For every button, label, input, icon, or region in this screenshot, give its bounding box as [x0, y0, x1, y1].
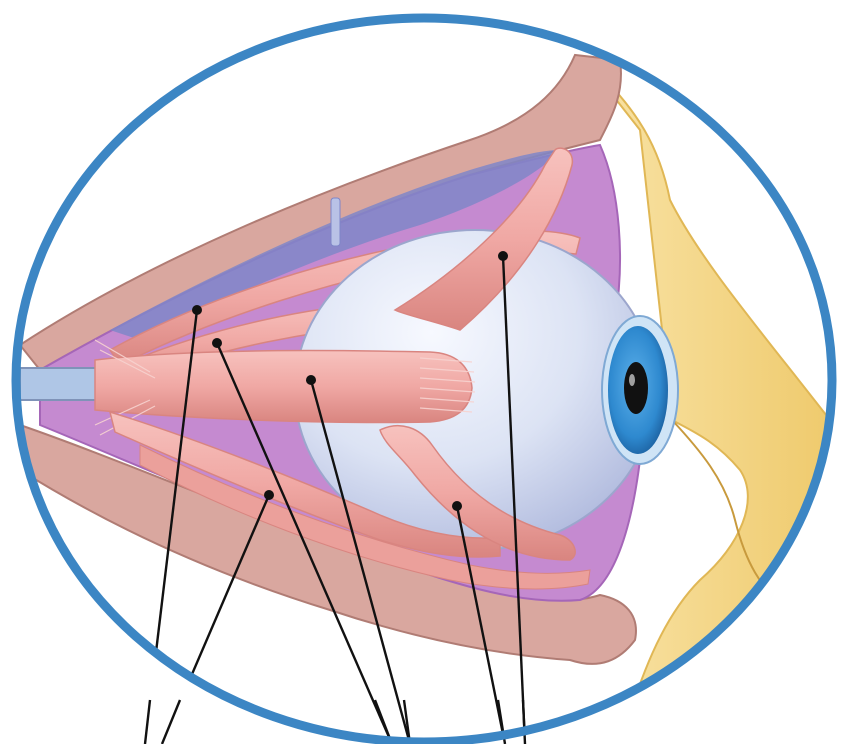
- lateral-rectus-muscle: [95, 350, 472, 422]
- dot-superior-oblique: [498, 251, 508, 261]
- pupil: [624, 362, 648, 414]
- dot-inferior-oblique: [452, 501, 462, 511]
- dot-levator: [212, 338, 222, 348]
- dot-lateral-rectus: [306, 375, 316, 385]
- pupil-highlight: [629, 374, 635, 386]
- dot-superior-rectus: [192, 305, 202, 315]
- dot-inferior-rectus: [264, 490, 274, 500]
- trochlea: [331, 198, 340, 246]
